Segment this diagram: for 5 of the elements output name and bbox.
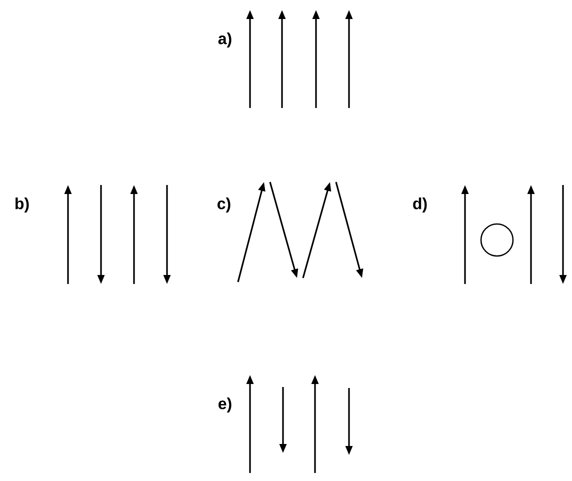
- panel-label: d): [413, 198, 427, 212]
- panel-label: a): [218, 32, 232, 48]
- panel-label: b): [16, 198, 29, 212]
- panel-label: c): [218, 198, 230, 212]
- panel-label: e): [218, 398, 232, 412]
